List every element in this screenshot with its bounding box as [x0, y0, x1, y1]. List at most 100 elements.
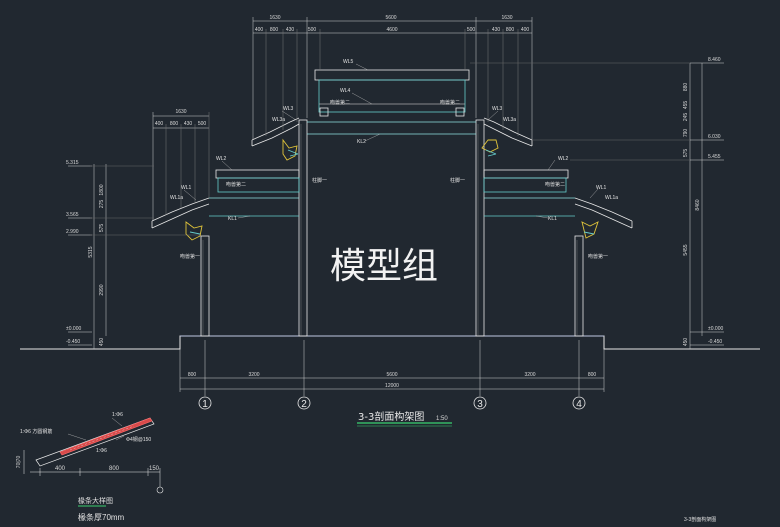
- dim-top-left-overall: 1630: [269, 15, 280, 21]
- elev-left: 5.315: [66, 160, 79, 166]
- vdim-left: 5315: [88, 246, 94, 257]
- bottom-dimension-lines: [179, 340, 605, 396]
- dim-left-top-sub: 500: [198, 121, 207, 127]
- axis-label-4: 4: [576, 399, 582, 410]
- drawing-title: 3-3剖面构架图 1:50: [357, 410, 452, 427]
- label-wl2-right: WL2: [558, 156, 569, 162]
- label-wl3-left: WL3: [283, 106, 294, 112]
- label-wl5: WL5: [343, 59, 354, 65]
- label-wl4: WL4: [340, 88, 351, 94]
- column-axis-4: [574, 235, 584, 337]
- rafter-detail: 1:Φ6 1:Φ6 方圆钢筋 Φ4钢@150 1:Φ6 400 800 150 …: [16, 412, 164, 522]
- columns: [200, 119, 584, 337]
- left-elevation-texts: 5.315 3.565 2.990 ±0.000 -0.450 1800 275…: [66, 160, 105, 346]
- label-wl3-right: WL3: [492, 106, 503, 112]
- member-label-leaders: [183, 63, 599, 219]
- right-elevation-texts: 8.460 6.030 5.455 ±0.000 -0.450 880 455 …: [683, 57, 723, 346]
- detail-title: 椽条大样图: [78, 496, 113, 505]
- label-kl1-left: KL1: [228, 216, 237, 222]
- vdim-right: 790: [683, 129, 689, 138]
- label-wl1a-right: WL1a: [605, 195, 618, 201]
- label-dq-mid-left: 吻兽第二: [226, 181, 246, 188]
- detail-label-top: 1:Φ6: [112, 412, 123, 418]
- upper-slopes: [251, 117, 533, 147]
- detail-dim: 150: [149, 466, 160, 472]
- detail-dim: 800: [109, 466, 120, 472]
- vdim-right: 5455: [683, 244, 689, 255]
- detail-dim: 400: [55, 466, 66, 472]
- label-wl2-left: WL2: [216, 156, 227, 162]
- elev-left: 3.565: [66, 212, 79, 218]
- dim-top-right-overall: 1630: [501, 15, 512, 21]
- bottom-dimension-texts: 800 3200 5600 3200 800 12000: [188, 372, 597, 389]
- dim-bottom-seg: 3200: [248, 372, 259, 378]
- vdim-left: 1800: [99, 184, 105, 195]
- bracket-clusters: [185, 138, 599, 241]
- detail-note: 椽条厚70mm: [78, 512, 125, 522]
- axis-bubble-2: [297, 396, 311, 410]
- axis-bubble-4: [572, 396, 586, 410]
- grid-axes: 1 2 3 4: [198, 396, 586, 410]
- top-dimension-texts: 1630 5600 1630 400 800 430 500 4600 500 …: [155, 15, 530, 127]
- dim-left-top-sub: 400: [155, 121, 164, 127]
- elev-left: ±0.000: [66, 326, 81, 332]
- vdim-left: 2990: [99, 284, 105, 295]
- label-dq-low-left: 吻兽第一: [180, 253, 200, 260]
- dim-top-sub: 500: [308, 27, 317, 33]
- dim-top-sub: 430: [286, 27, 295, 33]
- lower-slopes: [151, 197, 633, 229]
- label-dq-top-right: 吻兽第二: [440, 99, 460, 106]
- elev-right: 6.030: [708, 134, 721, 140]
- detail-label-mid: Φ4钢@150: [126, 436, 151, 443]
- corner-label: 3-3剖面构架图: [684, 516, 716, 523]
- label-wl1a-left: WL1a: [170, 195, 183, 201]
- dim-top-sub: 400: [255, 27, 264, 33]
- vdim-right: 245: [683, 113, 689, 122]
- label-dq-low-right: 吻兽第一: [588, 253, 608, 260]
- label-col-left: 柱脚一: [312, 177, 327, 184]
- elev-right: 8.460: [708, 57, 721, 63]
- dim-bottom-total: 12000: [385, 383, 399, 389]
- elev-left: 2.990: [66, 229, 79, 235]
- title-text: 3-3剖面构架图: [358, 410, 424, 423]
- label-wl1-left: WL1: [181, 185, 192, 191]
- dim-top-sub: 800: [270, 27, 279, 33]
- dim-top-sub: 4600: [386, 27, 397, 33]
- label-kl1-right: KL1: [548, 216, 557, 222]
- vdim-left: 275: [99, 200, 105, 209]
- right-elevations: [470, 62, 724, 349]
- dim-bottom-seg: 5600: [386, 372, 397, 378]
- top-dimension-lines: [152, 17, 533, 221]
- label-dq-top-left: 吻兽第二: [330, 99, 350, 106]
- watermark: 模型组: [330, 246, 438, 287]
- dim-bottom-seg: 800: [188, 372, 197, 378]
- column-axis-3: [475, 119, 485, 337]
- dim-bottom-seg: 800: [588, 372, 597, 378]
- vdim-left: 575: [99, 224, 105, 233]
- axis-bubble-3: [473, 396, 487, 410]
- vdim-left: 450: [99, 338, 105, 347]
- label-wl1-right: WL1: [596, 185, 607, 191]
- column-axis-1: [200, 235, 210, 337]
- ground-line: [20, 335, 760, 350]
- elev-right: 5.455: [708, 154, 721, 160]
- axis-bubble-1: [198, 396, 212, 410]
- vdim-right: 880: [683, 83, 689, 92]
- title-scale: 1:50: [436, 416, 448, 422]
- label-kl2: KL2: [357, 139, 366, 145]
- dim-bottom-seg: 3200: [524, 372, 535, 378]
- elev-right: -0.450: [708, 339, 722, 345]
- label-dq-mid-right: 吻兽第二: [545, 181, 565, 188]
- vdim-right: 450: [683, 338, 689, 347]
- dim-top-sub: 500: [467, 27, 476, 33]
- label-wl3a-left: WL3a: [272, 117, 285, 123]
- dim-top-sub: 430: [492, 27, 501, 33]
- dim-left-top-sub: 430: [184, 121, 193, 127]
- column-axis-2: [298, 119, 308, 337]
- label-wl3a-right: WL3a: [503, 117, 516, 123]
- upper-roof: [314, 69, 470, 117]
- label-col-right: 柱脚一: [450, 177, 465, 184]
- dim-top-mid-overall: 5600: [385, 15, 396, 21]
- axis-label-2: 2: [301, 399, 307, 410]
